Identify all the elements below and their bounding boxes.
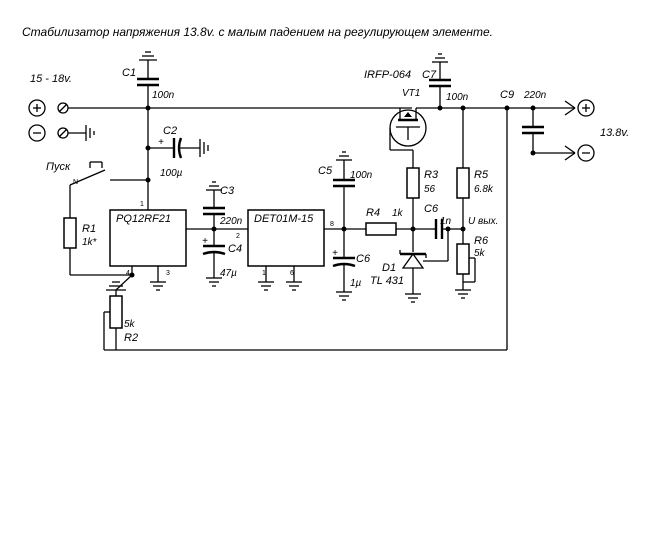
output-voltage-label: 13.8v. (600, 127, 629, 139)
r2-value: 5k (124, 319, 136, 330)
input-minus-terminal[interactable] (28, 124, 95, 142)
r2-potentiometer (103, 281, 507, 351)
d1-value: TL 431 (370, 275, 404, 287)
r4-value: 1k (392, 208, 404, 219)
r4-resistor (365, 222, 432, 236)
r1-value: 1k* (82, 237, 98, 248)
svg-text:+: + (332, 248, 338, 259)
switch-pin-label: N (73, 179, 78, 186)
vt1-mosfet (389, 108, 427, 151)
u1-label: PQ12RF21 (116, 213, 171, 225)
c4-capacitor: + (202, 229, 226, 287)
vt1-ref: VT1 (402, 88, 420, 99)
c6a-ref: C6 (424, 203, 439, 215)
r3-value: 56 (424, 184, 436, 195)
input-voltage-label: 15 - 18v. (30, 73, 72, 85)
c1-value: 100n (152, 90, 175, 101)
u1-pin4: 4 (126, 270, 130, 277)
c4-ref: C4 (228, 243, 242, 255)
start-button[interactable] (69, 161, 148, 218)
r1-ref: R1 (82, 223, 96, 235)
r3-ref: R3 (424, 169, 439, 181)
r2-ref: R2 (124, 332, 138, 344)
u1-pin1: 1 (140, 201, 144, 208)
d1-shunt-regulator (399, 229, 449, 294)
c6a-value: 1n (440, 216, 452, 227)
u2-label: DET01M-15 (254, 213, 314, 225)
c2-value: 100µ (160, 168, 183, 179)
r5-resistor (456, 167, 470, 244)
c7-value: 100n (446, 92, 469, 103)
r6-trimmer (455, 243, 476, 299)
c3-capacitor (203, 181, 225, 229)
output-minus-terminal[interactable] (564, 144, 595, 162)
u2-pin6: 6 (290, 270, 294, 277)
r1-resistor (63, 217, 132, 276)
svg-text:+: + (202, 236, 208, 247)
c6-electrolytic-capacitor: + (332, 229, 356, 301)
c7-ref: C7 (422, 69, 437, 81)
c6b-value: 1µ (350, 278, 362, 289)
d1-ref: D1 (382, 262, 396, 274)
r5-value: 6.8k (474, 184, 494, 195)
r3-resistor (406, 167, 420, 252)
u2-pin1: 1 (262, 270, 266, 277)
r4-ref: R4 (366, 207, 380, 219)
schematic-title: Стабилизатор напряжения 13.8v. с малым п… (22, 25, 493, 39)
c5-ref: C5 (318, 165, 333, 177)
u2-pin8: 8 (330, 221, 334, 228)
c9-capacitor (522, 108, 575, 156)
c3-value: 220n (219, 216, 243, 227)
c4-value: 47µ (220, 268, 237, 279)
u1-regulator-ic (109, 209, 187, 267)
r6-ref: R6 (474, 235, 489, 247)
start-button-label: Пуск (46, 161, 71, 173)
c5-capacitor (333, 151, 355, 229)
output-plus-terminal[interactable] (564, 99, 595, 117)
c6b-ref: C6 (356, 253, 371, 265)
c3-ref: C3 (220, 185, 235, 197)
vt1-value: IRFP-064 (364, 69, 411, 81)
c5-value: 100n (350, 170, 373, 181)
uout-label: U вых. (468, 216, 498, 227)
c2-capacitor: + (148, 137, 209, 159)
r6-value: 5k (474, 248, 486, 259)
u2-converter-ic (247, 209, 325, 267)
c1-ref: C1 (122, 67, 136, 79)
u1-pin3: 3 (166, 270, 170, 277)
svg-text:+: + (158, 137, 164, 148)
r5-ref: R5 (474, 169, 489, 181)
c9-value: 220n (523, 90, 547, 101)
c1-capacitor (137, 51, 159, 108)
u1-pin2: 2 (236, 233, 240, 240)
c9-ref: C9 (500, 89, 514, 101)
input-plus-terminal[interactable] (28, 99, 69, 117)
c2-ref: C2 (163, 125, 177, 137)
c7-capacitor (429, 53, 451, 108)
